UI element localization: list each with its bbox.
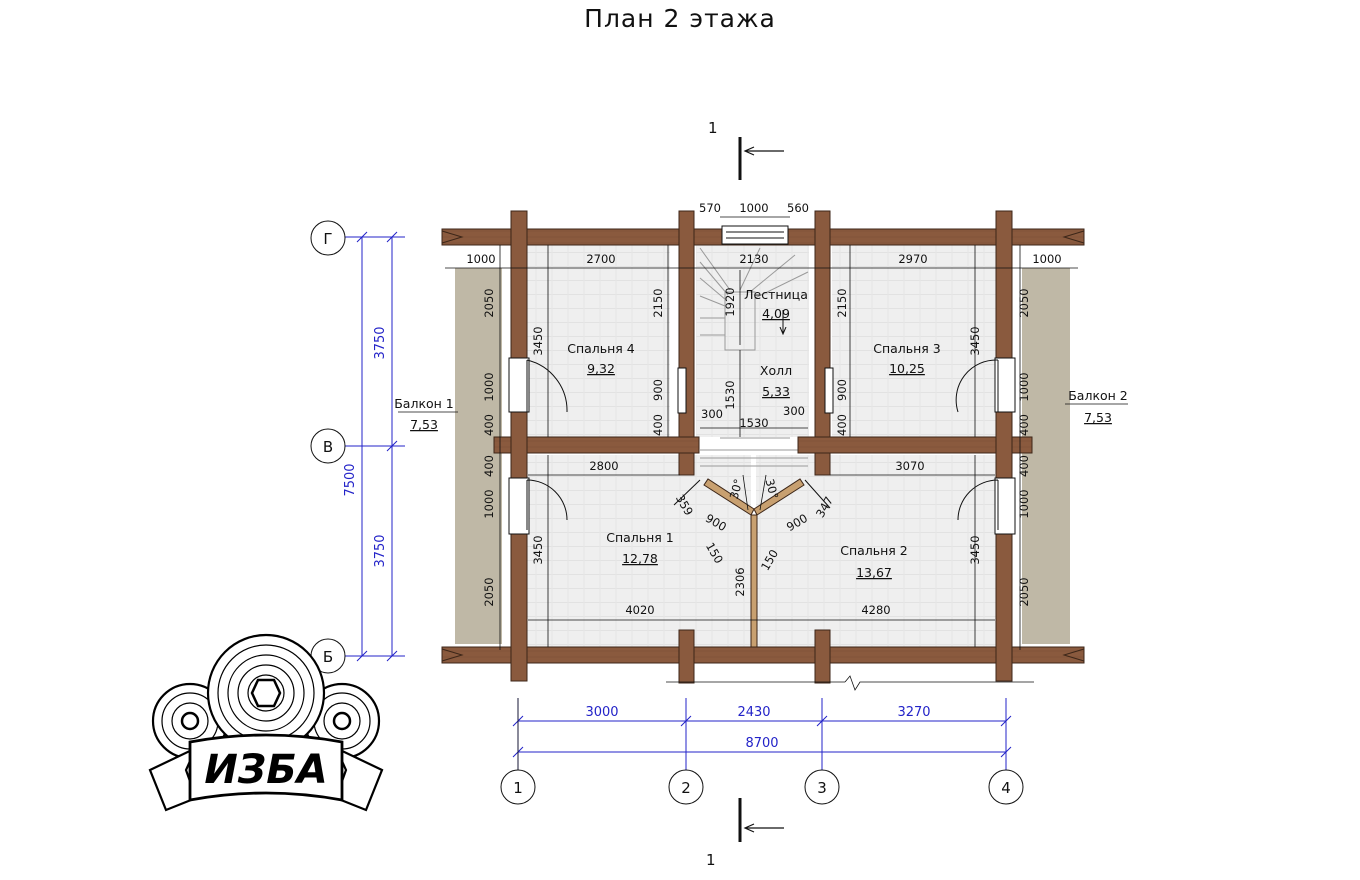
dim-3750-top: 3750 (373, 326, 388, 359)
dim-2150-l: 2150 (651, 288, 665, 317)
dim-1000-br: 1000 (1017, 489, 1031, 518)
balcony-1-area (455, 268, 502, 644)
room-name-holl: Холл (760, 363, 792, 378)
dim-7500: 7500 (343, 463, 358, 496)
dim-2970: 2970 (898, 252, 927, 266)
dim-2306: 2306 (733, 567, 747, 596)
room-area-balkon1: 7,53 (410, 417, 438, 432)
dim-3450-tr: 3450 (968, 326, 982, 355)
dim-900-l: 900 (651, 379, 665, 401)
room-floor-spalnya4 (527, 245, 670, 437)
dim-400-tr: 400 (1017, 414, 1031, 436)
dim-2150-r: 2150 (835, 288, 849, 317)
dim-1000-tr: 1000 (1017, 372, 1031, 401)
dim-1000-left: 1000 (466, 252, 495, 266)
dim-3450-bl: 3450 (531, 535, 545, 564)
room-area-balkon2: 7,53 (1084, 410, 1112, 425)
dim-3450-tl: 3450 (531, 326, 545, 355)
dim-3270: 3270 (897, 705, 930, 720)
axis-label-b: Б (323, 648, 333, 666)
axis-bubbles (310, 220, 1024, 805)
room-area-spalnya1: 12,78 (622, 551, 658, 566)
room-name-balkon1: Балкон 1 (394, 396, 454, 411)
dim-560: 560 (787, 201, 809, 215)
room-area-holl: 5,33 (762, 384, 790, 399)
dim-2700: 2700 (586, 252, 615, 266)
doors (508, 357, 1016, 535)
izba-logo (148, 633, 384, 812)
room-area-spalnya2: 13,67 (856, 565, 892, 580)
axis-label-v: В (323, 438, 333, 456)
dim-300-l: 300 (701, 407, 723, 421)
room-area-spalnya3: 10,25 (889, 361, 925, 376)
dim-400-l: 400 (651, 414, 665, 436)
section-label-bottom: 1 (706, 851, 716, 869)
staircase (699, 247, 809, 467)
dim-4020: 4020 (625, 603, 654, 617)
overall-dimensions-left (344, 231, 405, 662)
balcony-2-area (1022, 268, 1070, 644)
room-name-spalnya1: Спальня 1 (606, 530, 674, 545)
dim-2050-tl: 2050 (482, 288, 496, 317)
room-floor-lestnica (696, 245, 809, 437)
dim-570: 570 (699, 201, 721, 215)
axis-label-g: Г (323, 230, 332, 248)
window-top (721, 225, 789, 245)
room-area-spalnya4: 9,32 (587, 361, 615, 376)
dim-1530-h: 1530 (739, 416, 768, 430)
dim-400-tl: 400 (482, 414, 496, 436)
dim-1920: 1920 (723, 287, 737, 316)
section-marker-top (738, 137, 784, 180)
section-marker-bottom (738, 798, 784, 842)
dim-3450-br: 3450 (968, 535, 982, 564)
dim-1000-right: 1000 (1032, 252, 1061, 266)
axis-label-2: 2 (681, 779, 691, 797)
axis-label-4: 4 (1001, 779, 1011, 797)
angle-30-left: 30° (727, 477, 746, 500)
room-area-lestnica: 4,09 (762, 306, 790, 321)
dim-400-r: 400 (835, 414, 849, 436)
room-name-spalnya2: Спальня 2 (840, 543, 908, 558)
inner-dimensions: 570 1000 560 1000 2700 2130 2970 1000 20… (466, 201, 1061, 617)
dim-4280: 4280 (861, 603, 890, 617)
axis-label-1: 1 (513, 779, 523, 797)
room-name-spalnya4: Спальня 4 (567, 341, 635, 356)
dim-400-br: 400 (1017, 455, 1031, 477)
dim-1000-tl: 1000 (482, 372, 496, 401)
room-name-lestnica: Лестница (744, 287, 808, 302)
dim-2130: 2130 (739, 252, 768, 266)
room-floor-spalnya3 (832, 245, 996, 437)
dim-3000: 3000 (585, 705, 618, 720)
partitions (703, 478, 805, 648)
room-name-spalnya3: Спальня 3 (873, 341, 941, 356)
dim-2050-br: 2050 (1017, 577, 1031, 606)
dim-2050-tr: 2050 (1017, 288, 1031, 317)
axis-label-3: 3 (817, 779, 827, 797)
dim-2800: 2800 (589, 459, 618, 473)
dim-400-bl: 400 (482, 455, 496, 477)
dim-1530-v: 1530 (723, 380, 737, 409)
dim-900-r: 900 (835, 379, 849, 401)
dim-1000-bl: 1000 (482, 489, 496, 518)
dim-1000-window: 1000 (739, 201, 768, 215)
dimension-lines (445, 216, 1078, 691)
dim-2050-bl: 2050 (482, 577, 496, 606)
dim-3070: 3070 (895, 459, 924, 473)
dim-3750-bottom: 3750 (373, 534, 388, 567)
dim-2430: 2430 (737, 705, 770, 720)
room-name-balkon2: Балкон 2 (1068, 388, 1128, 403)
section-label-top: 1 (708, 119, 718, 137)
logo-text: ИЗБА (204, 747, 327, 793)
angle-30-right: 30° (762, 477, 781, 500)
dim-300-r: 300 (783, 404, 805, 418)
page-title: План 2 этажа (584, 4, 776, 33)
dim-8700: 8700 (745, 736, 778, 751)
